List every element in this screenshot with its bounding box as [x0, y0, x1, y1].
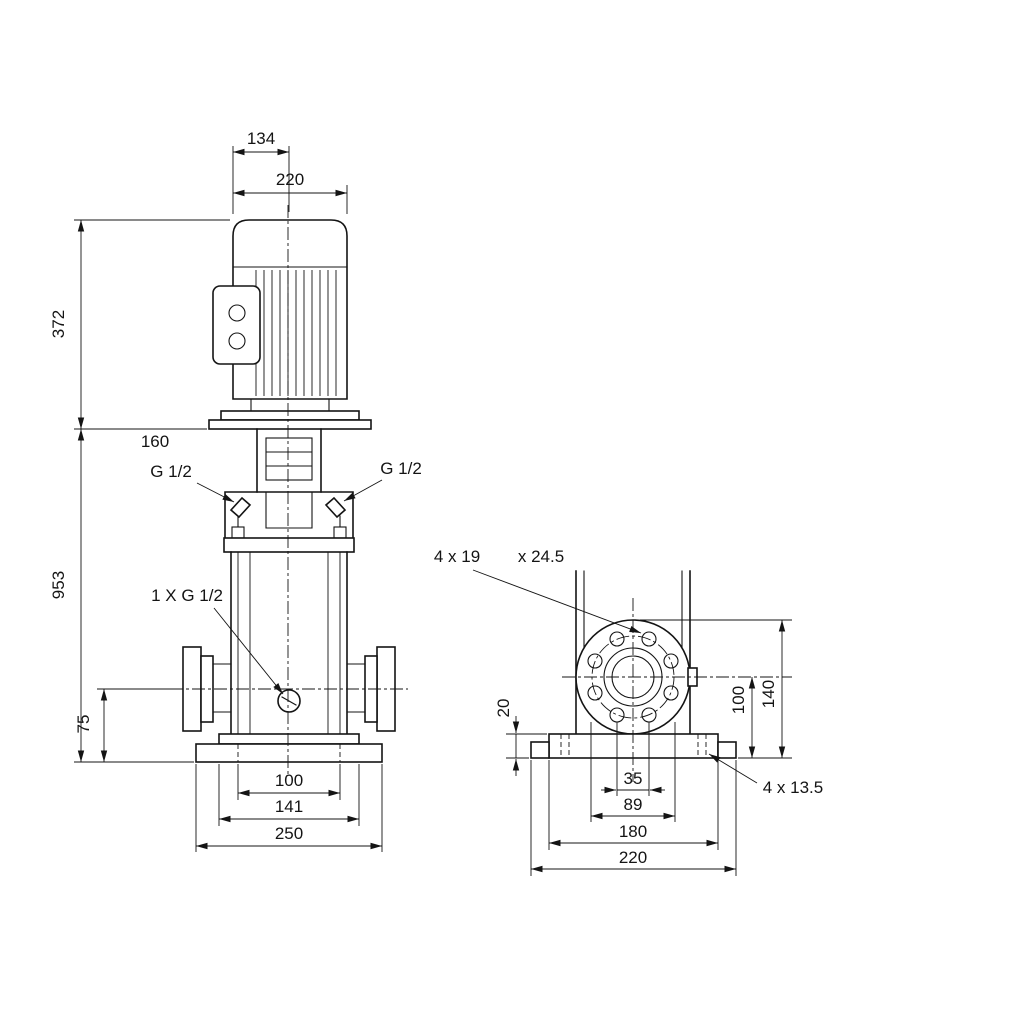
dim-motor-top-width: 134	[247, 129, 275, 148]
front-view-dimensions: 134 220 372 953 160 75 100 141 250 G 1/2…	[49, 129, 422, 852]
dim-160-label: 160	[141, 432, 169, 451]
label-plug-left: G 1/2	[150, 462, 192, 481]
tie-rod-nut-right	[333, 526, 347, 539]
dim-hole-spacing-outer: 89	[624, 795, 643, 814]
base-bolt-holes-side	[560, 734, 707, 758]
motor-flange-plate	[220, 410, 360, 421]
label-flange-counterbore: x 24.5	[518, 547, 564, 566]
dim-side-base-overall: 220	[619, 848, 647, 867]
dim-side-base-width: 180	[619, 822, 647, 841]
motor-stool-plate	[208, 419, 372, 430]
dim-total-height: 953	[49, 571, 68, 599]
leader-drain-plug	[213, 607, 284, 695]
vent-plug-left	[229, 496, 252, 519]
dim-base-width: 250	[275, 824, 303, 843]
vent-plug-right	[324, 496, 347, 519]
leader-plug-right	[343, 479, 383, 502]
cable-entry-bottom	[228, 332, 246, 350]
dim-base-thickness: 20	[494, 699, 513, 718]
dim-flange-top-height: 140	[759, 680, 778, 708]
dim-foot-width: 141	[275, 797, 303, 816]
drain-plug	[277, 689, 301, 713]
label-drain-plug: 1 X G 1/2	[151, 586, 223, 605]
centerlines	[170, 205, 792, 782]
side-view	[530, 570, 737, 759]
front-view	[182, 219, 396, 763]
side-body	[575, 570, 691, 735]
coupling-lantern	[256, 428, 322, 493]
flange-bolt-holes	[587, 631, 679, 723]
pump-base-front	[195, 733, 383, 763]
dim-port-height: 75	[74, 715, 93, 734]
dim-motor-height: 372	[49, 310, 68, 338]
leader-base-holes	[708, 753, 758, 784]
label-flange-holes: 4 x 19	[434, 547, 480, 566]
pump-head	[224, 491, 354, 539]
base-bolt-holes-front	[237, 744, 341, 762]
side-base	[530, 733, 737, 759]
label-plug-right: G 1/2	[380, 459, 422, 478]
chamber-stack	[223, 537, 355, 735]
dim-flange-center-height: 100	[729, 686, 748, 714]
leader-flange-holes	[472, 569, 642, 634]
label-base-holes: 4 x 13.5	[763, 778, 824, 797]
leader-plug-left	[196, 482, 235, 503]
motor	[208, 219, 372, 430]
terminal-box	[212, 285, 261, 365]
tie-rod-nut-left	[231, 526, 245, 539]
dim-hole-spacing-inner: 35	[624, 769, 643, 788]
cable-entry-top	[228, 304, 246, 322]
dim-base-holes-spacing: 100	[275, 771, 303, 790]
side-view-dimensions: 20 100 140 35 89 180 220 4 x 19 x 24.5 4…	[434, 547, 823, 876]
dim-motor-width: 220	[276, 170, 304, 189]
